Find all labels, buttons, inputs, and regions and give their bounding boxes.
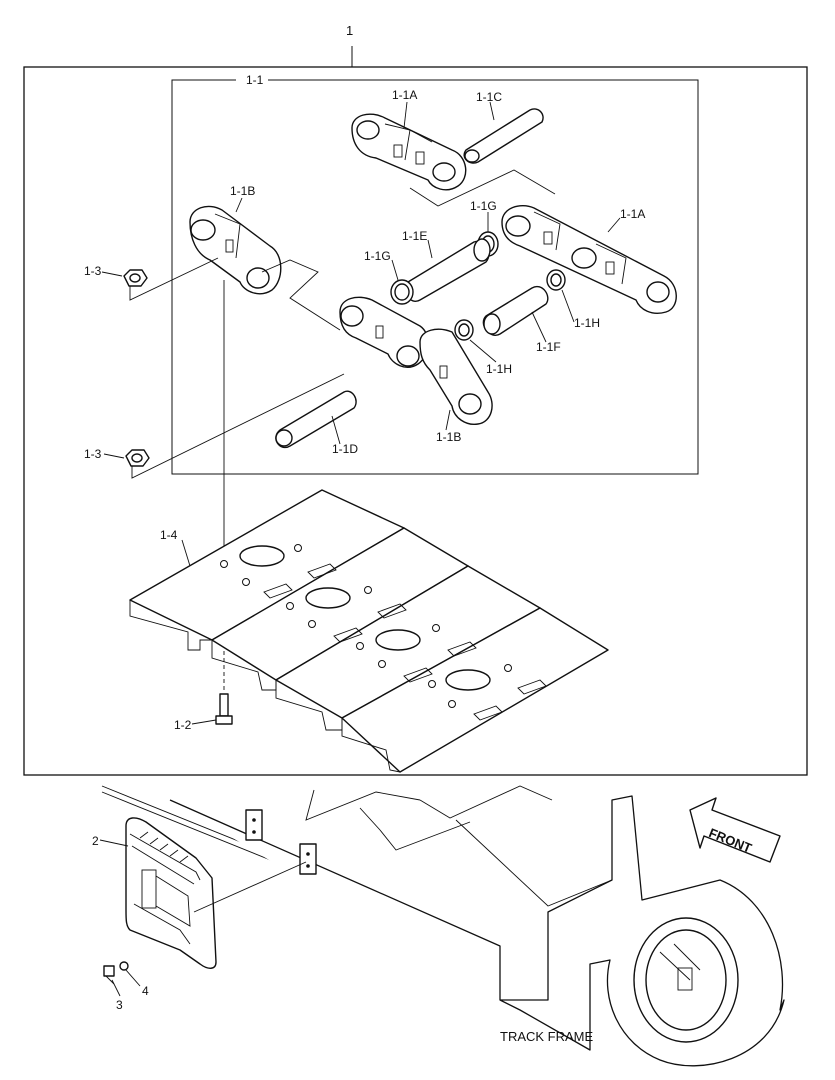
label-link-1-1b-lower: 1-1B — [436, 430, 462, 444]
label-seal-1-1h-lower: 1-1H — [486, 362, 513, 376]
seal-1-1h-lower — [454, 319, 474, 341]
label-bushing-1-1e: 1-1E — [402, 229, 428, 243]
bushing-1-1f — [482, 285, 549, 336]
label-screw-3: 3 — [116, 998, 123, 1012]
link-center — [339, 296, 429, 368]
label-track-frame: TRACK FRAME — [500, 1029, 594, 1044]
label-link-1-1b-left: 1-1B — [230, 184, 256, 198]
connector-left — [261, 259, 341, 331]
label-subassembly-1-1: 1-1 — [246, 73, 264, 87]
bushing-1-1e — [404, 238, 491, 302]
seal-1-1h-right — [546, 269, 566, 291]
label-link-1-1a-right: 1-1A — [620, 207, 646, 221]
link-1-1b-left — [189, 205, 282, 295]
assembly-1-frame — [23, 46, 808, 776]
label-link-1-1a-top: 1-1A — [392, 88, 418, 102]
bolt-1-2 — [215, 693, 233, 725]
label-nut-1-3-upper: 1-3 — [84, 264, 102, 278]
label-pin-1-1d: 1-1D — [332, 442, 359, 456]
nut-1-3-lower — [125, 373, 345, 479]
subassembly-1-1-frame — [171, 79, 699, 475]
front-arrow-icon — [689, 797, 781, 863]
label-seal-1-1g-lower: 1-1G — [364, 249, 391, 263]
track-frame — [101, 785, 785, 1067]
link-1-1a-top — [351, 113, 467, 191]
screw-3 — [103, 965, 121, 997]
leader-lines — [99, 101, 621, 847]
link-1-1a-right — [501, 204, 677, 314]
label-shoe-1-4: 1-4 — [160, 528, 178, 542]
pin-1-1d — [275, 390, 357, 449]
washer-4 — [119, 961, 141, 987]
label-seal-1-1h-right: 1-1H — [574, 316, 601, 330]
link-1-1b-lower — [419, 328, 493, 425]
guard-2 — [125, 817, 307, 969]
label-nut-1-3-lower: 1-3 — [84, 447, 102, 461]
track-shoe-1-4 — [129, 489, 609, 773]
label-bolt-1-2: 1-2 — [174, 718, 192, 732]
seal-1-1g-lower — [390, 279, 414, 305]
nut-1-3-upper — [123, 257, 219, 301]
pin-1-1c — [463, 108, 544, 164]
label-assembly-1: 1 — [346, 23, 354, 38]
label-washer-4: 4 — [142, 984, 149, 998]
label-seal-1-1g-upper: 1-1G — [470, 199, 497, 213]
label-pin-1-1c: 1-1C — [476, 90, 503, 104]
label-bushing-1-1f: 1-1F — [536, 340, 561, 354]
connector-top — [409, 169, 556, 207]
label-guard-2: 2 — [92, 834, 99, 848]
